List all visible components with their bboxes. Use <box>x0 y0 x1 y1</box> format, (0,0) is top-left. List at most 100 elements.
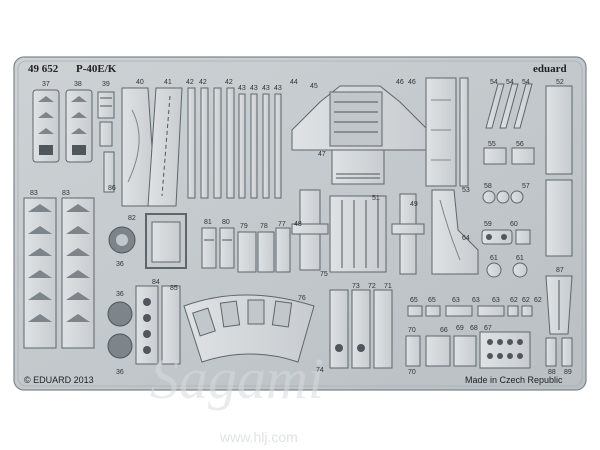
catalog-number: 49 652 <box>28 63 59 75</box>
part-86 <box>103 151 115 193</box>
parts-59-60 <box>481 229 531 245</box>
part-38 <box>65 89 93 163</box>
part-label: 62 <box>510 297 518 304</box>
part-label: 58 <box>484 183 492 190</box>
part-label: 54 <box>490 79 498 86</box>
part-label: 42 <box>186 79 194 86</box>
parts-88-89 <box>545 337 573 367</box>
part-label: 89 <box>564 369 572 376</box>
part-label: 37 <box>42 81 50 88</box>
part-48-75 <box>291 189 329 271</box>
part-76-fan <box>183 294 315 363</box>
part-label: 49 <box>410 201 418 208</box>
part-label: 53 <box>462 187 470 194</box>
part-39 <box>97 91 115 147</box>
parts-62-66 <box>407 305 533 317</box>
part-label: 63 <box>492 297 500 304</box>
parts-55-56 <box>483 147 535 165</box>
part-36-lower <box>107 301 133 359</box>
part-label: 70 <box>408 369 416 376</box>
part-number-labels: 37 38 39 40 41 42 42 42 43 43 43 43 44 4… <box>30 79 572 376</box>
part-label: 87 <box>556 267 564 274</box>
parts-57-58 <box>482 190 524 204</box>
part-label: 63 <box>452 297 460 304</box>
strips-42 <box>187 87 235 199</box>
part-label: 61 <box>516 255 524 262</box>
part-41 <box>147 87 183 207</box>
strips-43 <box>238 93 282 199</box>
part-label: 42 <box>225 79 233 86</box>
part-label: 83 <box>30 190 38 197</box>
parts-71-74 <box>329 289 393 369</box>
part-label: 41 <box>164 79 172 86</box>
part-84-85 <box>135 285 181 365</box>
part-label: 79 <box>240 223 248 230</box>
copyright: © EDUARD 2013 <box>24 375 94 385</box>
part-label: 36 <box>116 291 124 298</box>
part-label: 74 <box>316 367 324 374</box>
part-label: 72 <box>368 283 376 290</box>
part-label: 44 <box>290 79 298 86</box>
parts-67-70 <box>405 331 531 369</box>
part-37 <box>32 89 60 163</box>
part-label: 63 <box>472 297 480 304</box>
part-label: 38 <box>74 81 82 88</box>
part-label: 54 <box>522 79 530 86</box>
part-label: 66 <box>440 327 448 334</box>
origin: Made in Czech Republic <box>465 375 563 385</box>
part-label: 42 <box>199 79 207 86</box>
part-label: 67 <box>484 325 492 332</box>
part-label: 39 <box>102 81 110 88</box>
part-61 <box>486 262 528 278</box>
part-label: 76 <box>298 295 306 302</box>
part-label: 43 <box>274 85 282 92</box>
part-label: 77 <box>278 221 286 228</box>
part-label: 51 <box>372 195 380 202</box>
part-label: 43 <box>238 85 246 92</box>
part-label: 71 <box>384 283 392 290</box>
watermark-url: www.hlj.com <box>219 429 298 445</box>
part-label: 46 <box>396 79 404 86</box>
part-83-left <box>23 197 57 349</box>
fret-inner-edge <box>17 60 583 387</box>
part-label: 59 <box>484 221 492 228</box>
part-label: 78 <box>260 223 268 230</box>
part-51 <box>329 195 387 273</box>
part-label: 88 <box>548 369 556 376</box>
part-label: 68 <box>470 325 478 332</box>
part-47 <box>291 85 429 185</box>
part-label: 36 <box>116 369 124 376</box>
part-label: 70 <box>408 327 416 334</box>
part-label: 43 <box>262 85 270 92</box>
part-label: 40 <box>136 79 144 86</box>
watermark-logo: Sagami <box>150 346 324 411</box>
part-label: 80 <box>222 219 230 226</box>
part-label: 61 <box>490 255 498 262</box>
part-label: 75 <box>320 271 328 278</box>
part-label: 83 <box>62 190 70 197</box>
part-label: 60 <box>510 221 518 228</box>
part-label: 85 <box>170 285 178 292</box>
part-label: 65 <box>428 297 436 304</box>
part-54 <box>485 83 533 129</box>
part-label: 56 <box>516 141 524 148</box>
part-40 <box>121 87 157 207</box>
part-label: 36 <box>116 261 124 268</box>
model-name: P-40E/K <box>76 63 117 75</box>
part-label: 62 <box>534 297 542 304</box>
part-label: 46 <box>408 79 416 86</box>
part-label: 65 <box>410 297 418 304</box>
part-label: 54 <box>506 79 514 86</box>
brand-logo: eduard <box>533 63 567 75</box>
part-64 <box>431 189 479 275</box>
part-label: 62 <box>522 297 530 304</box>
part-label: 64 <box>462 235 470 242</box>
part-label: 81 <box>204 219 212 226</box>
part-83-right <box>61 197 95 349</box>
part-label: 69 <box>456 325 464 332</box>
part-label: 57 <box>522 183 530 190</box>
part-52 <box>545 85 573 257</box>
part-label: 45 <box>310 83 318 90</box>
part-label: 48 <box>294 221 302 228</box>
